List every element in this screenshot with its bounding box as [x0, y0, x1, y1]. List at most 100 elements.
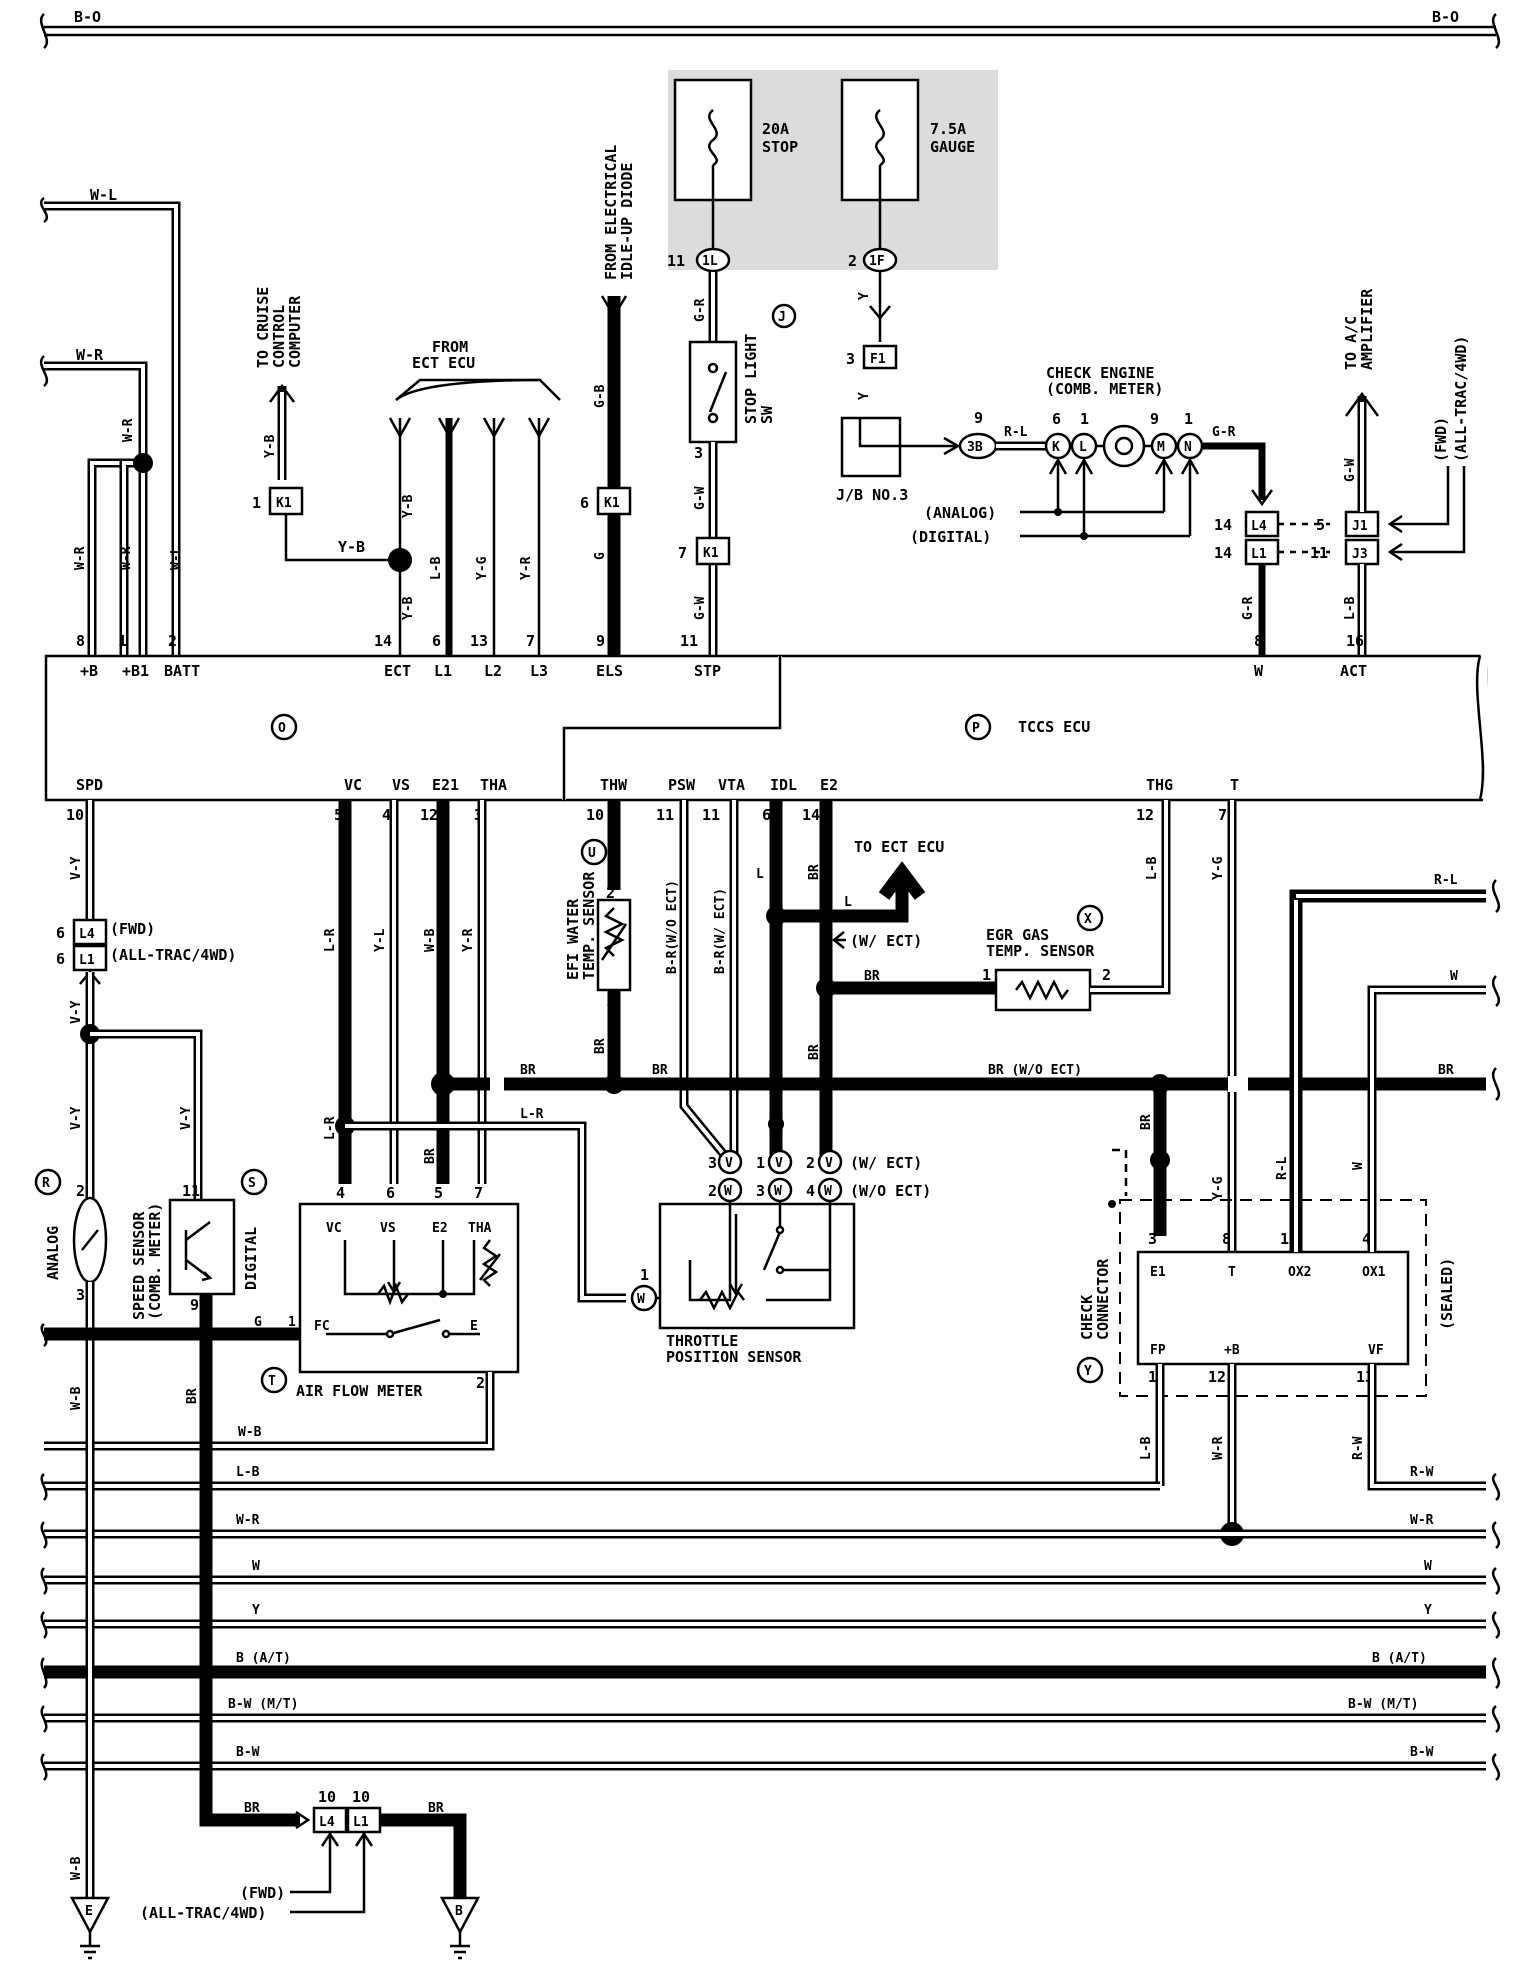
pin: 14: [1214, 544, 1232, 562]
wire-label: L-B: [429, 556, 444, 580]
analog-side-label: ANALOG: [44, 1226, 62, 1280]
terminal-label: L1: [434, 662, 452, 680]
terminal-label: E21: [432, 776, 459, 794]
callout-u: [580, 838, 608, 866]
callout-label: X: [1084, 912, 1092, 927]
connector-label: W: [774, 1184, 782, 1199]
bus-label-w-right: W: [1424, 1559, 1432, 1574]
wire-label: G: [593, 552, 608, 560]
bus-label-w-r-right: W-R: [1410, 1513, 1434, 1528]
to-ect-label: TO ECT ECU: [854, 838, 944, 856]
wire-label: Y-G: [475, 556, 490, 580]
connector-label: K1: [604, 496, 620, 511]
pin: 16: [1346, 632, 1364, 650]
terminal-label: SPD: [76, 776, 103, 794]
cc-term: E1: [1150, 1265, 1166, 1280]
wire-label: Y: [857, 292, 872, 300]
afm-term: VS: [380, 1221, 396, 1236]
pin: 10: [318, 1788, 336, 1806]
els-stp-area: K1 6 G-B G 9 G-R STOP LIGHT SW 3 G-W K1 …: [580, 272, 797, 655]
connector-label: V: [775, 1156, 783, 1171]
wire-label: W-R: [121, 418, 136, 442]
connector-label: 3B: [967, 440, 983, 455]
wire-label: BR: [1139, 1114, 1154, 1130]
callout-label: R: [42, 1176, 50, 1191]
pin: 3: [846, 350, 855, 368]
terminal-label: THG: [1146, 776, 1173, 794]
pin: 4: [806, 1182, 815, 1200]
pin: 11: [702, 806, 720, 824]
check-engine-area: Y F1 3 Y J/B NO.3 3B 9 R-L K L 6 1 M N 9…: [836, 272, 1274, 546]
connector-k1-b: [596, 486, 632, 516]
wire-label: W-L: [169, 546, 184, 570]
pin: 2: [708, 1182, 717, 1200]
wire-label: G-B: [593, 384, 608, 408]
connector-label: K: [1052, 440, 1060, 455]
terminal-label: PSW: [668, 776, 696, 794]
wire-label: G-W: [1343, 458, 1358, 482]
wire-label: R-W: [1351, 1436, 1366, 1460]
wire-label: L: [756, 867, 764, 882]
connector-l4-b: [72, 918, 108, 946]
left-feeds: W-L W-R W-R W-R W-R W-L 8 1 2: [39, 186, 184, 655]
ac-line2: AMPLIFIER: [1358, 288, 1376, 370]
terminal-label: ACT: [1340, 662, 1367, 680]
wire-label: G-R: [1241, 596, 1256, 620]
w-act-area: L4 L1 14 14 5 11 J1 J3 G-R 8 G-W L-B 16 …: [1214, 336, 1470, 655]
headers: TO CRUISE CONTROL COMPUTER FROM ECT ECU …: [254, 145, 1376, 398]
top-bus: B-O B-O: [39, 8, 1501, 49]
callout-label: Y: [1084, 1364, 1092, 1379]
pin: 7: [526, 632, 535, 650]
connector-label: J3: [1352, 547, 1368, 562]
bus-label-b-at-left: B (A/T): [236, 1651, 291, 1666]
pin: 14: [374, 632, 392, 650]
terminal-label: E2: [820, 776, 838, 794]
wire-label: V-Y: [69, 1106, 84, 1130]
w-ect-label: (W/ ECT): [850, 932, 922, 950]
pin: 1: [982, 966, 991, 984]
spd-area: V-Y L4 L1 6 6 (FWD) (ALL-TRAC/4WD) V-Y V…: [34, 800, 300, 1898]
connector-label: W: [824, 1184, 832, 1199]
terminal-label: L3: [530, 662, 548, 680]
callout-label: U: [588, 846, 596, 861]
bus-label-r-l: R-L: [1434, 873, 1458, 888]
pin: 6: [56, 924, 65, 942]
all-trac-label: (ALL-TRAC/4WD): [110, 946, 236, 964]
callout-p: [964, 713, 992, 741]
connector-l1-b: [72, 944, 108, 972]
terminal-label: +B: [80, 662, 98, 680]
wire-label: L-B: [1343, 596, 1358, 620]
pin: 10: [586, 806, 604, 824]
wire-label: V-Y: [69, 856, 84, 880]
connector-1f-label: 1F: [869, 254, 885, 269]
cc-term: OX1: [1362, 1265, 1386, 1280]
connector-l4-c: [312, 1806, 348, 1834]
wire-label: Y-B: [263, 434, 278, 458]
speed-sensor-label-2: (COMB. METER): [146, 1203, 164, 1320]
check-engine-line2: (COMB. METER): [1046, 380, 1163, 398]
terminal-label: STP: [694, 662, 721, 680]
fwd-label: (FWD): [1432, 417, 1450, 462]
wire-label: BR: [769, 1044, 784, 1060]
cc-term: FP: [1150, 1343, 1166, 1358]
check-connector-label: CHECK: [1078, 1295, 1096, 1340]
pin: 11: [1310, 544, 1328, 562]
fuse-gauge-name: GAUGE: [930, 138, 975, 156]
pin: 8: [1222, 1230, 1231, 1248]
cc-term: VF: [1368, 1343, 1384, 1358]
bus-label-b-w-right: B-W: [1410, 1745, 1434, 1760]
w-ect-tps-label: (W/ ECT): [850, 1154, 922, 1172]
wire-label: W-B: [69, 1386, 84, 1410]
stop-light-label: STOP LIGHT: [742, 334, 760, 424]
fuse-gauge-icon: [875, 109, 885, 167]
connector-label: L4: [79, 927, 95, 942]
connector-label: L1: [79, 953, 95, 968]
pin-2: 2: [848, 252, 857, 270]
pin: 11: [182, 1182, 200, 1200]
callout-o: [270, 713, 298, 741]
wire-label: BR: [652, 1063, 668, 1078]
bus-label-w-l: W-L: [90, 186, 117, 204]
wire-label: L-R: [323, 1116, 338, 1140]
wire-label: L: [844, 895, 852, 910]
cruise-line2: CONTROL: [270, 305, 288, 368]
